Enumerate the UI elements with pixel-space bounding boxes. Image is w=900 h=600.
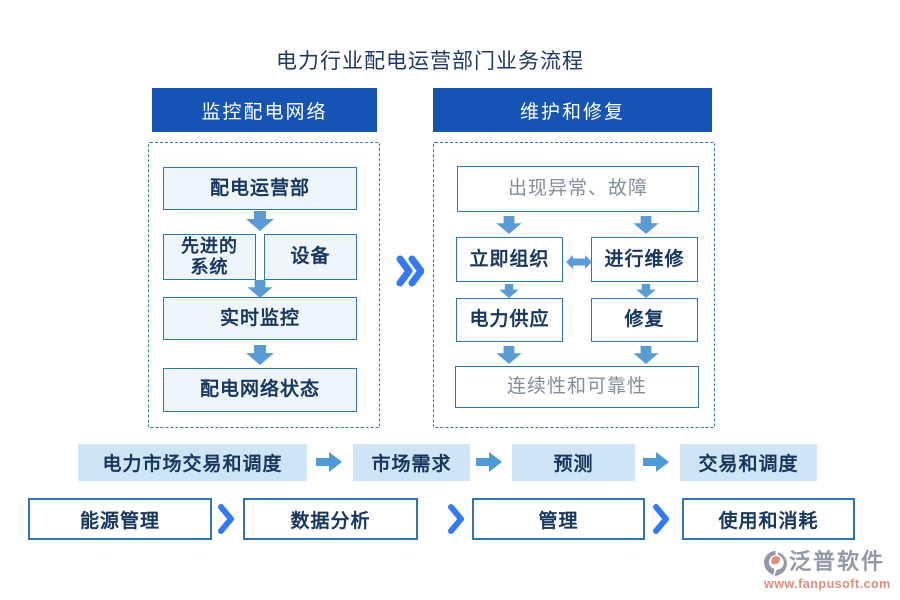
- fanpu-url-text: www.fanpusoft.com: [764, 577, 891, 591]
- energy-step-usage-consumption: 使用和消耗: [682, 498, 855, 540]
- down-arrow-icon: [631, 346, 661, 364]
- down-arrow-icon: [494, 216, 524, 234]
- header-monitor-network: 监控配电网络: [152, 88, 377, 132]
- node-fault-occurs: 出现异常、故障: [457, 166, 699, 212]
- down-arrow-icon: [631, 284, 661, 298]
- page-title: 电力行业配电运营部门业务流程: [276, 50, 584, 73]
- right-arrow-icon: [316, 452, 342, 472]
- node-continuity-reliability: 连续性和可靠性: [455, 366, 699, 408]
- monitor-panel-container: [148, 142, 380, 428]
- double-headed-arrow-icon: [566, 253, 592, 271]
- maintenance-panel-container: [433, 142, 715, 428]
- chevron-right-icon: [448, 504, 464, 534]
- node-network-status: 配电网络状态: [163, 368, 357, 412]
- market-step-demand: 市场需求: [353, 444, 470, 481]
- energy-step-data-analysis: 数据分析: [243, 498, 418, 540]
- node-repair: 修复: [591, 298, 698, 342]
- right-arrow-icon: [476, 452, 502, 472]
- down-arrow-icon: [245, 280, 275, 298]
- chevron-right-icon: [653, 504, 669, 534]
- double-chevron-right-icon: [394, 254, 425, 288]
- node-equipment: 设备: [264, 234, 357, 280]
- market-step-trade-dispatch: 交易和调度: [680, 444, 817, 481]
- node-perform-repair: 进行维修: [591, 237, 698, 282]
- down-arrow-icon: [494, 346, 524, 364]
- market-step-trading-dispatch: 电力市场交易和调度: [78, 444, 307, 481]
- right-arrow-icon: [643, 452, 669, 472]
- header-maintenance-repair: 维护和修复: [433, 88, 712, 132]
- node-distribution-operation-dept: 配电运营部: [163, 167, 357, 210]
- node-power-supply: 电力供应: [456, 298, 563, 342]
- fanpu-brand-text: 泛普软件: [789, 549, 886, 574]
- fanpu-logo-icon: [762, 550, 789, 577]
- node-advanced-systems: 先进的 系统: [163, 234, 256, 280]
- chevron-right-icon: [218, 504, 234, 534]
- down-arrow-icon: [494, 284, 524, 298]
- down-arrow-icon: [245, 211, 275, 231]
- energy-step-management: 能源管理: [28, 498, 212, 540]
- down-arrow-icon: [245, 345, 275, 365]
- node-organize-immediately: 立即组织: [456, 237, 563, 282]
- down-arrow-icon: [631, 216, 661, 234]
- market-step-forecast: 预测: [512, 444, 635, 481]
- node-realtime-monitoring: 实时监控: [163, 297, 357, 340]
- energy-step-manage: 管理: [472, 498, 645, 540]
